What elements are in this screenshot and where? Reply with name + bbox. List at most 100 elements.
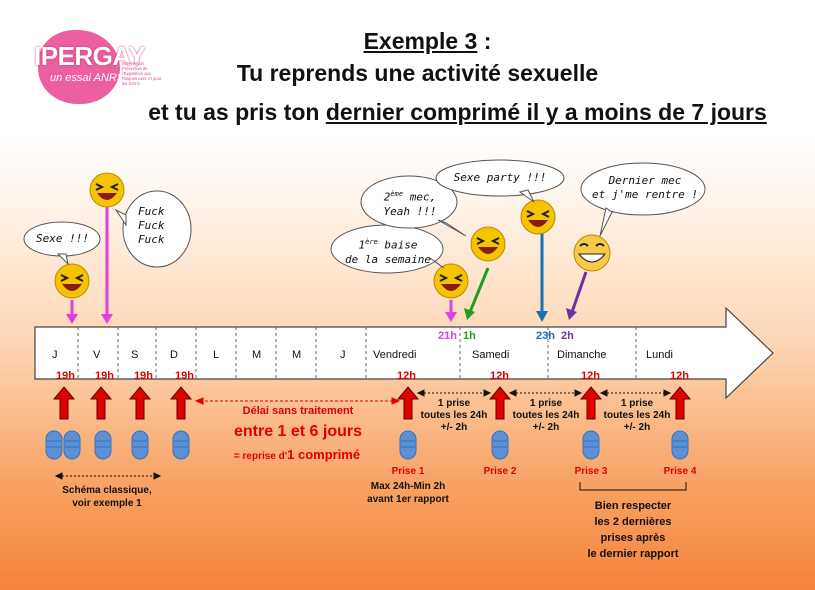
bubble-tail [56,253,69,266]
respect-note-line: Bien respecter [594,500,672,512]
pill-icon [45,430,63,460]
bubble-dernier-text: Dernier mec et j'me rentre ! [590,174,700,202]
day-separators [77,327,637,379]
logo-brand: IPERGAY [34,41,146,71]
delay-reprise-dose: 1 comprimé [287,447,361,462]
bubble-deuxieme-sup: ème [390,190,404,198]
day-label: Lundi [646,349,673,361]
interval-arrows [54,389,687,491]
prise-1-note-line: avant 1er rapport [367,494,449,505]
respect-note-line: le dernier rapport [587,548,679,560]
schema-note: Schéma classique, voir exemple 1 [50,484,164,510]
event-time-21h: 21h [438,330,457,342]
bubble-dernier [580,162,706,216]
logo-subtitle: un essai ANRS [50,72,125,84]
ipergay-logo: IPERGAY un essai ANRS Intervention Préve… [34,24,161,108]
day-label: M [252,349,262,361]
prise-3-label: Prise 3 [574,466,608,477]
interval-line: toutes les 24h [512,410,580,421]
laughing-smiley-icon [89,172,125,208]
delay-double-arrow [194,397,401,405]
dose-time: 12h [397,370,416,382]
prise-1-note-line: Max 24h-Min 2h [370,481,446,492]
interval-line: +/- 2h [440,422,468,433]
delay-range: entre 1 et 6 jours [233,423,363,440]
title-line-3-prefix: et tu as pris ton [148,99,326,125]
prise-1-note: Max 24h-Min 2h avant 1er rapport [334,480,482,506]
speech-bubbles [23,159,706,274]
day-label: Samedi [472,349,510,361]
laughing-smiley-icon [433,263,469,299]
bubble-party-text: Sexe party !!! [453,171,547,184]
interval-text: 1 prise toutes les 24h +/- 2h [414,398,494,434]
schema-note-line: Schéma classique, [62,485,152,496]
bubble-premiere-line1: 1ère baise [342,235,434,253]
bubble-premiere-word: baise [377,238,418,252]
laughing-smiley-icon [54,263,90,299]
schema-note-line: voir exemple 1 [72,498,142,509]
dose-time: 19h [134,370,153,382]
interval-line: +/- 2h [623,422,651,433]
bubble-dernier-line2: et j'me rentre ! [592,188,698,201]
interval-line: 1 prise [437,398,471,409]
title-line-3: et tu as pris ton dernier comprimé il y … [50,99,815,126]
pill-icon [582,430,600,460]
pill-icon [172,430,190,460]
day-label: V [93,349,101,361]
event-time-label: 21h [438,330,457,342]
dose-time: 12h [581,370,600,382]
event-time-23h: 23h [536,330,555,342]
dose-time: 19h [56,370,75,382]
title-example: Exemple 3 [363,28,478,54]
dose-arrow [90,386,112,420]
bubble-deuxieme-text: 2ème mec, Yeah !!! [370,187,450,219]
bubble-tail [599,207,613,237]
logo-blob [38,30,120,104]
timeline-arrow [34,306,774,400]
respect-note: Bien respecter les 2 dernières prises ap… [573,498,693,562]
interval-text: 1 prise toutes les 24h +/- 2h [506,398,586,434]
day-label: M [292,349,302,361]
event-time-1h: 1h [463,330,476,342]
dose-arrow [53,386,75,420]
interval-text: 1 prise toutes les 24h +/- 2h [597,398,677,434]
title-line-3-underlined: dernier comprimé il y a moins de 7 jours [325,99,767,125]
bubble-tail [437,219,467,237]
pill-icon [671,430,689,460]
bubble-fuck-line: Fuck [138,233,165,246]
bubble-party [435,159,565,197]
dose-time: 12h [670,370,689,382]
bubble-fuck-line: Fuck [138,205,165,218]
event-time-label: 2h [561,330,574,342]
dose-arrows [53,386,691,420]
dose-arrow [129,386,151,420]
bubble-premiere-number: 1 [358,238,366,252]
bubble-fuck [122,190,192,268]
interval-line: toutes les 24h [420,410,488,421]
day-label: Vendredi [373,349,417,361]
title-line-2: Tu reprends une activité sexuelle [236,60,599,86]
day-label: J [52,349,58,361]
interval-line: 1 prise [529,398,563,409]
bubble-fuck-line: Fuck [138,219,165,232]
laughing-smiley-icon [470,226,506,262]
laughing-smiley-icon [520,199,556,235]
delay-reprise: = reprise d'1 comprimé [212,447,382,462]
day-label: S [131,349,139,361]
dose-time: 19h [95,370,114,382]
day-label: J [340,349,346,361]
prise-2-label: Prise 2 [483,466,517,477]
bubble-fuck-text: Fuck Fuck Fuck [138,205,165,247]
prise-4-label: Prise 4 [663,466,697,477]
interval-line: +/- 2h [532,422,560,433]
bubble-tail [114,208,127,227]
pill-icon [63,430,81,460]
bubble-deuxieme [360,175,458,229]
dose-time: 12h [490,370,509,382]
dose-arrow [170,386,192,420]
bubble-tail [518,189,535,203]
bubble-deuxieme-line1: 2ème mec, [370,187,450,205]
title-colon: : [477,28,492,54]
bubble-tail [429,257,445,269]
